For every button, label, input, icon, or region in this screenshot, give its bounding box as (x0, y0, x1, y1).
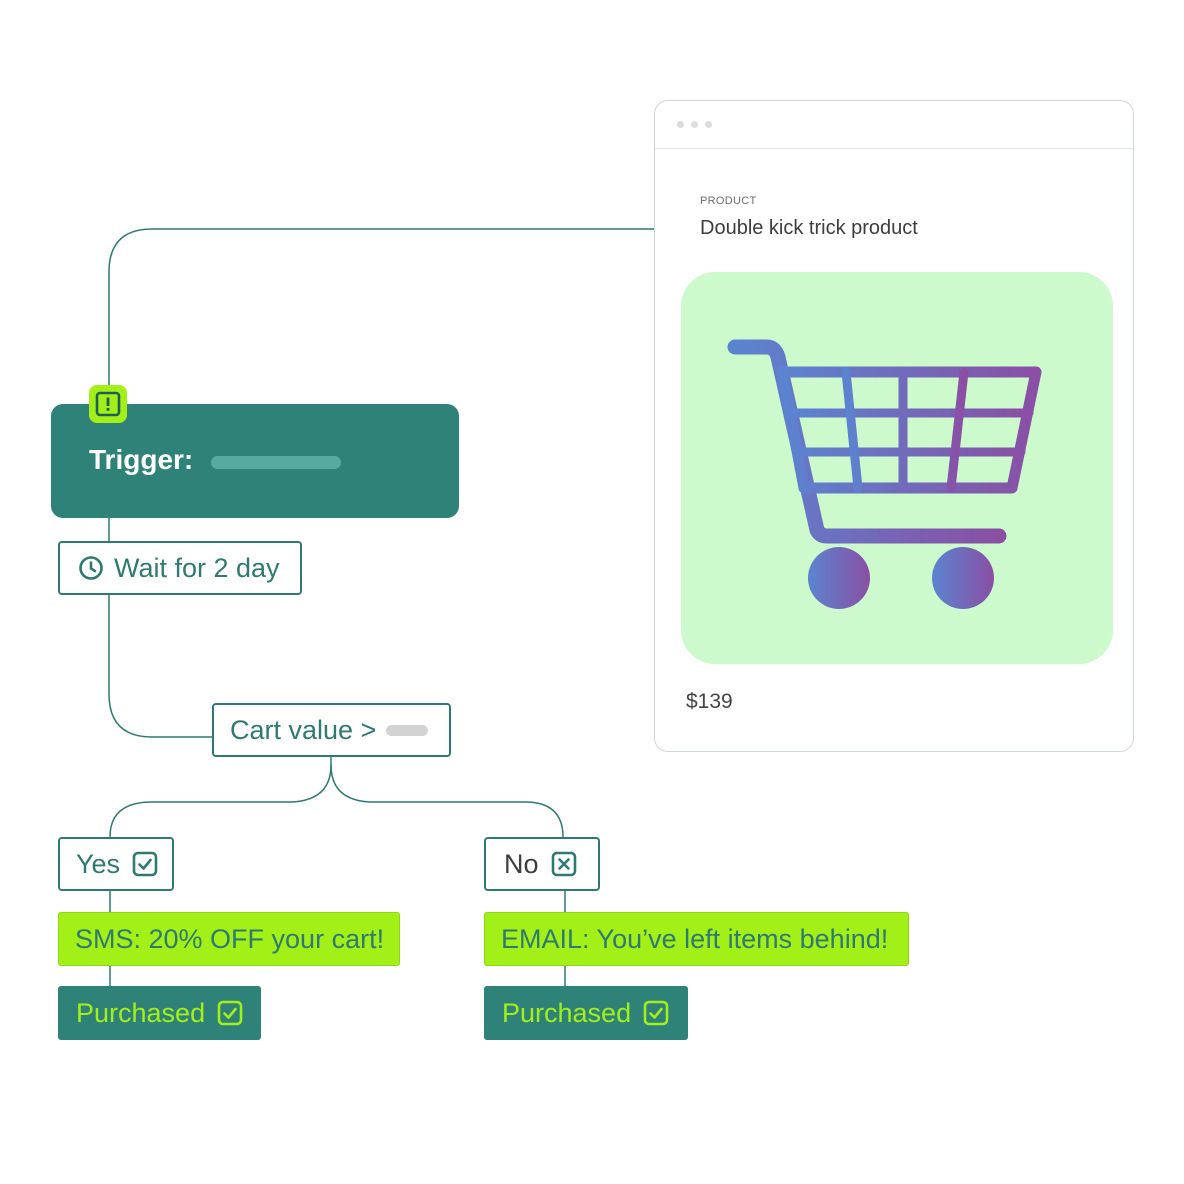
purchased-label: Purchased (502, 997, 632, 1028)
wait-label: Wait for 2 day (114, 552, 280, 583)
condition-label: Cart value > (230, 714, 377, 745)
condition-node[interactable]: Cart value > (212, 703, 451, 757)
window-dot-icon (677, 121, 684, 128)
product-card[interactable]: PRODUCT Double kick trick product $139 (654, 100, 1134, 752)
alert-icon (89, 385, 127, 423)
purchased-no-node[interactable]: Purchased (484, 986, 688, 1040)
email-label: EMAIL: You’ve left items behind! (501, 923, 889, 954)
clock-icon (79, 556, 103, 580)
purchased-label: Purchased (76, 997, 206, 1028)
trigger-node[interactable]: Trigger: (51, 404, 459, 518)
window-dot-icon (705, 121, 712, 128)
wait-node[interactable]: Wait for 2 day (58, 541, 302, 595)
checkbox-checked-icon (643, 1000, 669, 1026)
email-action[interactable]: EMAIL: You’ve left items behind! (484, 912, 909, 966)
window-dot-icon (691, 121, 698, 128)
no-label: No (504, 848, 539, 879)
trigger-label: Trigger: (89, 444, 194, 475)
sms-label: SMS: 20% OFF your cart! (75, 923, 385, 954)
purchased-yes-node[interactable]: Purchased (58, 986, 261, 1040)
product-image (681, 272, 1113, 664)
checkbox-x-icon (551, 851, 576, 877)
product-price: $139 (686, 690, 733, 713)
product-title: Double kick trick product (700, 217, 918, 239)
yes-branch[interactable]: Yes (58, 837, 174, 891)
condition-value-placeholder (386, 724, 429, 736)
checkbox-checked-icon (132, 851, 158, 877)
checkbox-checked-icon (217, 1000, 243, 1026)
no-branch[interactable]: No (484, 837, 600, 891)
product-kicker: PRODUCT (700, 195, 757, 207)
window-title-bar (655, 101, 1133, 149)
trigger-value-placeholder (211, 456, 341, 469)
shopping-cart-icon (727, 339, 1042, 609)
sms-action[interactable]: SMS: 20% OFF your cart! (58, 912, 400, 966)
yes-label: Yes (76, 848, 121, 879)
